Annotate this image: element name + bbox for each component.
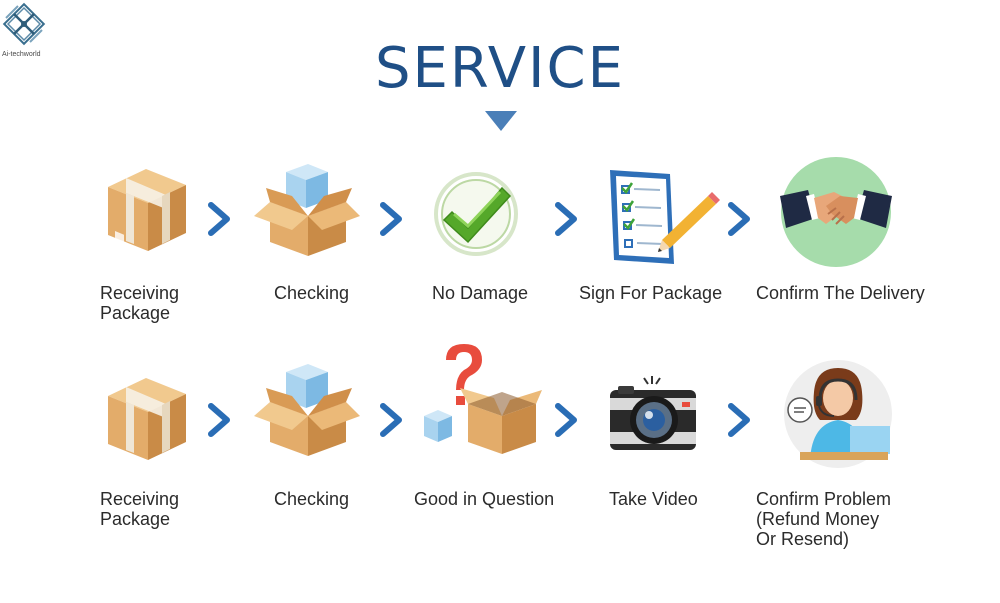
- question-box-icon: [424, 344, 542, 454]
- brand-logo-text: Ai-techworld: [2, 51, 41, 58]
- chevron-right-icon: [728, 202, 750, 236]
- step-label: No Damage: [432, 283, 529, 303]
- checkmark-icon: [434, 172, 518, 256]
- handshake-icon: [780, 157, 892, 267]
- step-label: Good in Question: [414, 489, 555, 509]
- clipboard-pencil-icon: [610, 170, 720, 264]
- step-label: Receiving Package: [100, 489, 180, 529]
- chevron-right-icon: [208, 202, 230, 236]
- closed-box-icon: [108, 378, 186, 460]
- brand-logo: [2, 2, 46, 46]
- open-box-icon: [254, 164, 360, 256]
- step-label: Confirm The Delivery: [756, 283, 925, 303]
- step-label: Sign For Package: [579, 283, 723, 303]
- chevron-right-icon: [208, 403, 230, 437]
- chevron-right-icon: [555, 202, 577, 236]
- step-label: Take Video: [609, 489, 698, 509]
- chevron-right-icon: [380, 202, 402, 236]
- chevron-right-icon: [380, 403, 402, 437]
- chevron-right-icon: [728, 403, 750, 437]
- open-box-icon: [254, 364, 360, 456]
- support-agent-icon: [784, 360, 892, 468]
- chevron-right-icon: [555, 403, 577, 437]
- step-label: Checking: [274, 283, 350, 303]
- step-label: Receiving Package: [100, 283, 180, 323]
- step-label: Checking: [274, 489, 350, 509]
- camera-icon: [610, 376, 696, 450]
- page-title: SERVICE: [374, 36, 626, 101]
- closed-box-icon: [108, 169, 186, 251]
- down-arrow-icon: [485, 111, 517, 131]
- step-label: Confirm Problem (Refund Money Or Resend): [756, 489, 892, 549]
